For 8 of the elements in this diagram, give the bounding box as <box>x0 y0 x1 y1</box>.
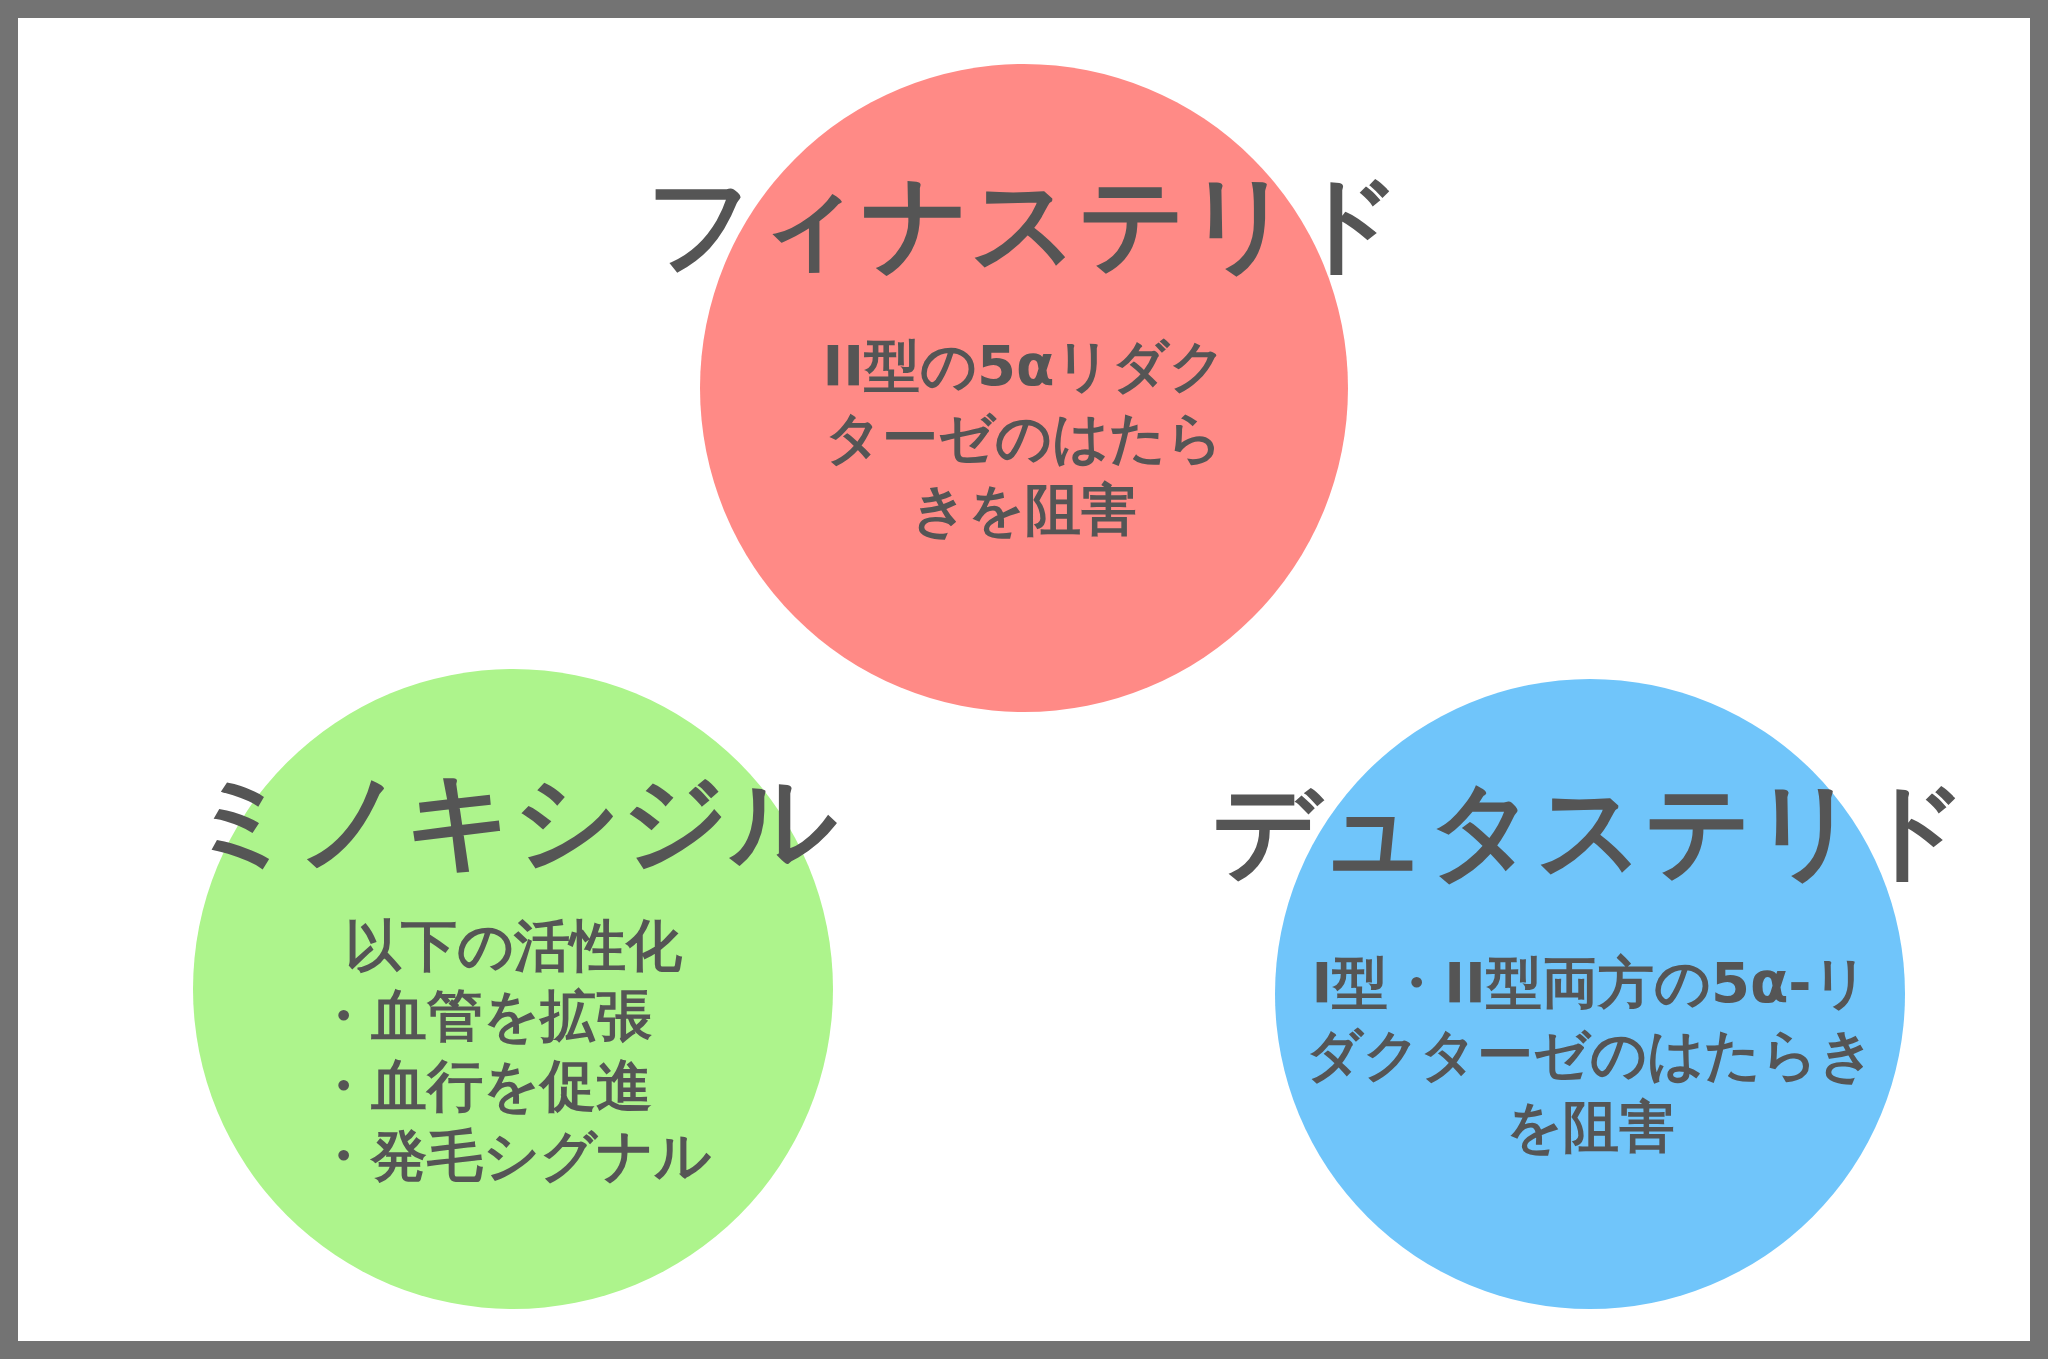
drug-name: フィナステリド <box>646 164 1402 284</box>
list-item: ・血管を拡張 <box>315 982 652 1050</box>
list-item: ・血行を促進 <box>315 1052 652 1120</box>
description: I型・II型両方の5α-リダクターゼのはたらきを阻害 <box>1304 949 1876 1161</box>
drug-name: デュタステリド <box>1212 771 1968 891</box>
list-item: ・発毛シグナル <box>315 1122 711 1190</box>
description: II型の5αリダクターゼのはたらきを阻害 <box>821 332 1227 544</box>
description: 以下の活性化 <box>344 912 682 980</box>
